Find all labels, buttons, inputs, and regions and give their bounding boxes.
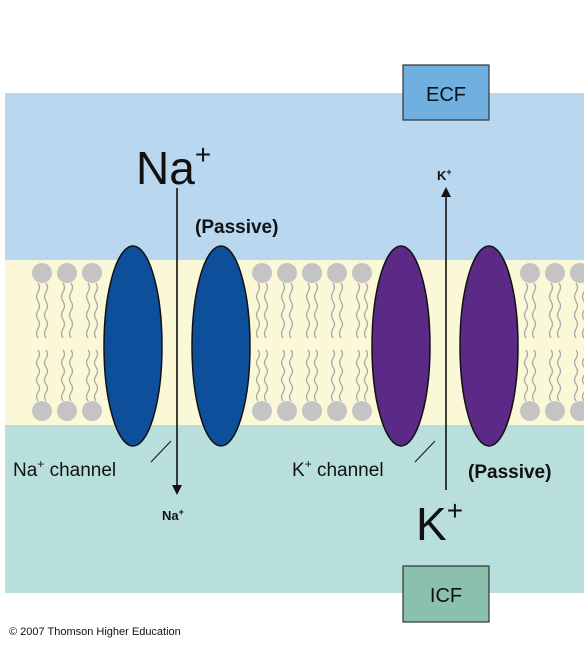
- lipid-bilayer: [32, 263, 584, 421]
- ecf-box: ECF: [402, 64, 490, 121]
- potassium-channel-label: K+ channel: [292, 457, 384, 481]
- lipid-head: [57, 401, 77, 421]
- lipid-head: [570, 263, 584, 283]
- potassium-channel-right-subunit: [459, 245, 519, 447]
- potassium-ion-icf: K+: [416, 495, 463, 550]
- lipid-head: [545, 401, 565, 421]
- lipid-tail: [43, 349, 49, 402]
- lipid-tail: [35, 349, 41, 402]
- lipid-tail: [330, 282, 336, 339]
- lipid-tail: [548, 349, 554, 402]
- lipid-tail: [523, 349, 529, 402]
- lipid-tail: [60, 349, 66, 402]
- lipid-head: [252, 263, 272, 283]
- icf-box: ICF: [402, 565, 490, 623]
- potassium-passive-label: (Passive): [468, 462, 551, 483]
- lipid-tail: [573, 282, 579, 339]
- icf-label: ICF: [430, 585, 462, 607]
- lipid-tail: [280, 282, 286, 339]
- lipid-tail: [85, 349, 91, 402]
- lipid-head: [352, 263, 372, 283]
- lipid-head: [252, 401, 272, 421]
- potassium-ion-ecf: K+: [437, 167, 452, 183]
- lipid-tail: [255, 349, 261, 402]
- lipid-head: [520, 263, 540, 283]
- lipid-head: [520, 401, 540, 421]
- lipid-tail: [355, 282, 361, 339]
- lipid-tail: [263, 282, 269, 339]
- lipid-tail: [35, 282, 41, 339]
- lipid-tail: [531, 282, 537, 339]
- lipid-tail: [288, 349, 294, 402]
- potassium-channel-leader-line: [414, 440, 436, 463]
- lipid-tail: [338, 282, 344, 339]
- lipid-head: [302, 263, 322, 283]
- lipid-tail: [330, 349, 336, 402]
- lipid-tail: [363, 282, 369, 339]
- lipid-tail: [93, 282, 99, 339]
- lipid-tail: [531, 349, 537, 402]
- lipid-tail: [523, 282, 529, 339]
- lipid-tail: [43, 282, 49, 339]
- lipid-head: [352, 401, 372, 421]
- lipid-tail: [255, 282, 261, 339]
- lipid-tail: [68, 349, 74, 402]
- lipid-head: [32, 263, 52, 283]
- lipid-tail: [85, 282, 91, 339]
- lipid-tail: [60, 282, 66, 339]
- lipid-tail: [363, 349, 369, 402]
- lipid-head: [277, 263, 297, 283]
- sodium-channel-label: Na+ channel: [13, 457, 116, 481]
- potassium-channel-left-subunit: [371, 245, 431, 447]
- lipid-head: [57, 263, 77, 283]
- lipid-tail: [305, 282, 311, 339]
- sodium-ion-icf: Na+: [162, 507, 184, 523]
- ecf-region: [5, 93, 584, 260]
- sodium-channel: [103, 245, 251, 447]
- lipid-tail: [355, 349, 361, 402]
- sodium-passive-label: (Passive): [195, 217, 278, 238]
- lipid-tail: [68, 282, 74, 339]
- lipid-tail: [556, 349, 562, 402]
- lipid-head: [570, 401, 584, 421]
- lipid-head: [82, 263, 102, 283]
- icf-region: [5, 425, 584, 593]
- lipid-head: [82, 401, 102, 421]
- potassium-channel: [371, 245, 519, 447]
- sodium-ion-ecf: Na+: [136, 139, 211, 194]
- lipid-head: [327, 401, 347, 421]
- lipid-tail: [313, 349, 319, 402]
- lipid-tail: [556, 282, 562, 339]
- lipid-tail: [548, 282, 554, 339]
- lipid-tail: [313, 282, 319, 339]
- lipid-head: [277, 401, 297, 421]
- lipid-tail: [288, 282, 294, 339]
- lipid-head: [327, 263, 347, 283]
- sodium-channel-leader-line: [150, 440, 172, 463]
- lipid-tail: [573, 349, 579, 402]
- lipid-head: [302, 401, 322, 421]
- sodium-channel-right-subunit: [191, 245, 251, 447]
- lipid-tail: [263, 349, 269, 402]
- lipid-tail: [305, 349, 311, 402]
- lipid-head: [32, 401, 52, 421]
- sodium-channel-left-subunit: [103, 245, 163, 447]
- lipid-tail: [338, 349, 344, 402]
- lipid-head: [545, 263, 565, 283]
- copyright-notice: © 2007 Thomson Higher Education: [9, 626, 181, 638]
- lipid-tail: [93, 349, 99, 402]
- ecf-label: ECF: [426, 84, 466, 106]
- lipid-tail: [280, 349, 286, 402]
